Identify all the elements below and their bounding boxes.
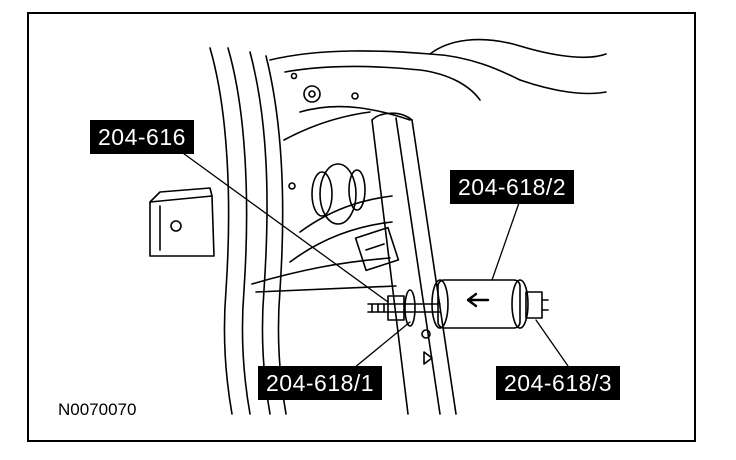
tool-body — [431, 279, 549, 329]
figure-id: N0070070 — [58, 400, 137, 419]
side-bracket — [149, 187, 215, 257]
frame-rail — [209, 47, 287, 415]
control-arm-bushing — [251, 163, 400, 293]
label-tool-adapter: 204-618/1 — [258, 366, 383, 400]
strut-arm — [371, 112, 457, 415]
threaded-rod — [367, 289, 441, 327]
label-tool-body: 204-618/2 — [450, 170, 575, 204]
label-tool-nut: 204-618/3 — [496, 366, 621, 400]
label-tool-main: 204-616 — [90, 120, 194, 154]
leader-lines — [175, 147, 569, 369]
upper-body-structure — [269, 38, 607, 190]
